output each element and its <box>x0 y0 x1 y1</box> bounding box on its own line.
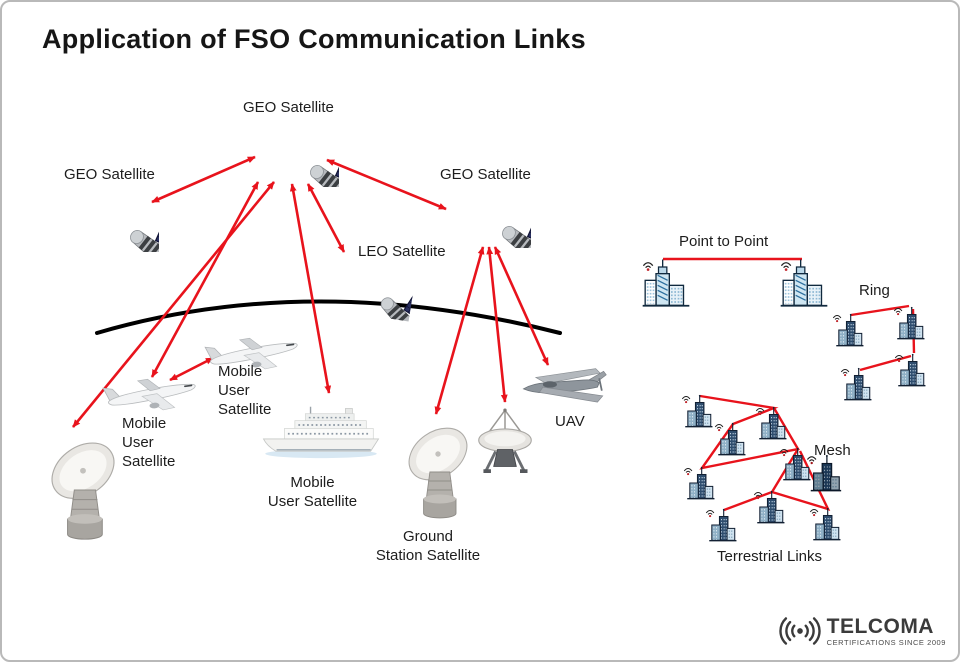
geo-satellite-top-icon <box>239 121 339 187</box>
fso-link-geo-top-leo <box>306 183 346 253</box>
fso-link-geo-right-uav <box>493 246 550 366</box>
uav-icon <box>520 364 608 412</box>
fso-link-geo-top-geo-right <box>326 158 447 211</box>
building-icon <box>641 256 691 308</box>
geo-satellite-left-label: GEO Satellite <box>64 166 155 183</box>
building-icon <box>809 505 843 543</box>
label-line: Mobile <box>290 474 335 491</box>
building-icon <box>681 392 715 430</box>
cruise-ship-icon <box>260 402 382 462</box>
label-line: User <box>122 434 154 451</box>
telcoma-logo: TELCOMA CERTIFICATIONS SINCE 2009 <box>777 614 946 648</box>
fso-link-geo-right-ground-station <box>434 246 485 415</box>
logo-tagline: CERTIFICATIONS SINCE 2009 <box>826 637 946 647</box>
fso-link-geo-top-ship <box>289 183 332 394</box>
mobile-user-satellite-left-label: Mobile User Satellite <box>122 414 175 471</box>
geo-satellite-left-icon <box>59 186 159 252</box>
building-icon <box>840 365 874 403</box>
building-icon <box>753 488 787 526</box>
label-line: Ground <box>402 528 454 545</box>
label-line: User Satellite <box>267 493 358 510</box>
building-icon <box>755 404 789 442</box>
ring-line <box>859 354 912 372</box>
mobile-user-satellite-right-label: Mobile User Satellite <box>218 362 271 419</box>
mesh-label: Mesh <box>814 442 851 459</box>
label-line: User <box>218 382 250 399</box>
airplane-left-icon <box>101 370 204 419</box>
building-icon <box>683 464 717 502</box>
logo-brand: TELCOMA <box>826 614 934 638</box>
ground-dish-left-icon <box>44 436 122 544</box>
label-line: Satellite <box>122 453 176 470</box>
fso-link-geo-right-dish2 <box>486 246 508 403</box>
building-icon <box>893 304 927 342</box>
geo-satellite-right-icon <box>431 182 531 248</box>
label-line: Satellite <box>218 401 272 418</box>
ground-station-dish-icon <box>402 421 474 523</box>
building-icon <box>705 506 739 544</box>
mounted-dish-icon <box>475 406 535 480</box>
building-icon <box>894 351 928 389</box>
building-icon <box>832 311 866 349</box>
satellite-fso-links <box>71 155 550 428</box>
ring-label: Ring <box>859 282 890 299</box>
geo-satellite-right-label: GEO Satellite <box>440 166 531 183</box>
uav-label: UAV <box>555 413 585 430</box>
ring-line <box>850 304 910 317</box>
terrestrial-links-label: Terrestrial Links <box>717 548 823 565</box>
building-icon <box>779 256 829 308</box>
point-to-point-label: Point to Point <box>679 233 769 250</box>
label-line: Station Satellite <box>375 547 481 564</box>
ground-station-satellite-label: Ground Station Satellite <box>353 527 503 565</box>
logo-text: TELCOMA CERTIFICATIONS SINCE 2009 <box>827 616 946 647</box>
fso-link-geo-top-ground-dish <box>71 181 276 428</box>
label-line: Mobile <box>218 363 263 380</box>
fso-link-plane-plane <box>169 356 214 382</box>
mesh-line <box>699 394 800 470</box>
geo-satellite-top-label: GEO Satellite <box>243 99 334 116</box>
page-title: Application of FSO Communication Links <box>42 24 586 54</box>
signal-waves-icon <box>779 617 821 645</box>
mobile-user-satellite-ship-label: Mobile User Satellite <box>245 473 380 511</box>
building-icon <box>714 420 748 458</box>
leo-satellite-label: LEO Satellite <box>358 243 446 260</box>
label-line: Mobile <box>122 415 167 432</box>
